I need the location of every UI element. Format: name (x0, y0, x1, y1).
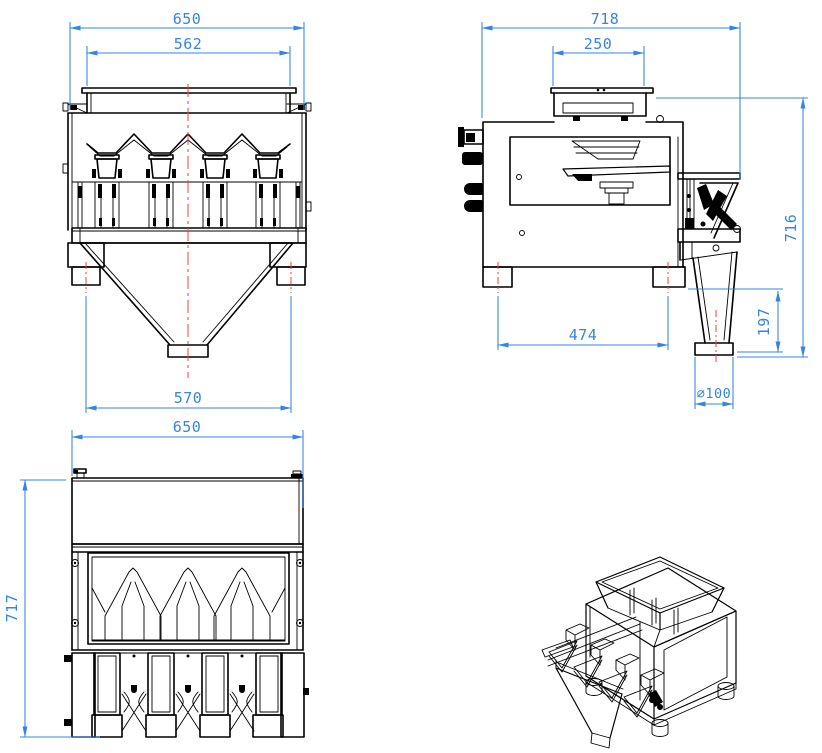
rear-twist-mechanisms (121, 685, 255, 732)
iso-feeder-tray (541, 616, 643, 667)
side-dimensions: 718 250 716 197 474 ⌀100 (481, 10, 808, 409)
dim-side-feet-span: 474 (569, 326, 598, 344)
dim-rear-overall-width: 650 (173, 418, 202, 436)
dim-front-feet-span: 570 (174, 389, 203, 407)
side-feeder-window (509, 136, 671, 206)
dim-front-hopper-width: 562 (174, 35, 203, 53)
side-centerlines (497, 262, 717, 362)
dim-side-overall-height: 716 (782, 214, 800, 243)
front-view-geometry (62, 87, 312, 358)
front-hopper-rim (81, 87, 297, 94)
side-clamp-knobs (458, 127, 484, 212)
front-view: 650 562 570 (62, 10, 312, 413)
side-discharge-funnel (680, 251, 738, 356)
front-discharge-funnel (79, 242, 294, 358)
rear-view-geometry (64, 468, 309, 738)
iso-discharge-funnel (555, 659, 624, 749)
rear-view: 650 717 (3, 418, 309, 738)
front-weigh-buckets (92, 154, 283, 179)
dim-side-outlet-diameter: ⌀100 (697, 386, 732, 402)
front-dimensions: 650 562 570 (69, 10, 305, 413)
iso-hopper (595, 556, 725, 648)
side-foot-right (652, 266, 686, 288)
iso-weigh-buckets (565, 623, 665, 696)
side-view-geometry (458, 87, 741, 356)
iso-feet (585, 678, 735, 737)
side-view: 718 250 716 197 474 ⌀100 (458, 10, 808, 409)
dim-side-inlet-width: 250 (584, 35, 613, 53)
side-weigh-assembly (677, 172, 741, 261)
front-actuator-zone (71, 181, 303, 229)
rear-lower-mechanism (64, 649, 309, 738)
dim-side-overall-depth: 718 (591, 10, 620, 28)
rear-dimensions: 650 717 (3, 418, 304, 738)
dim-front-overall-width: 650 (173, 10, 202, 28)
rear-back-panel (71, 477, 304, 545)
isometric-view (541, 556, 737, 749)
iso-discharge-buckets (548, 640, 663, 718)
dim-rear-body-height: 717 (3, 594, 21, 623)
side-inlet-hopper (550, 87, 654, 121)
dim-side-discharge-height: 197 (755, 308, 773, 337)
rear-divider-window (87, 552, 290, 645)
front-centerlines (85, 84, 292, 378)
